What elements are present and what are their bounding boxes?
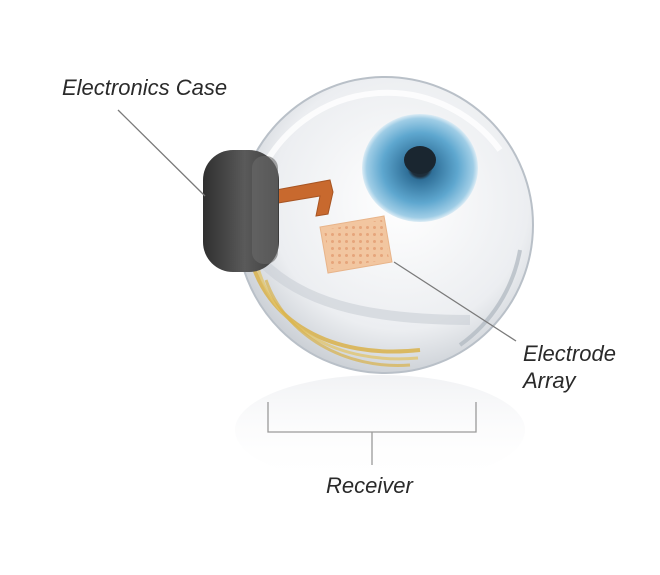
iris-icon [362,114,478,222]
electrode-array-leader [393,261,517,342]
ribbon-cable [275,179,334,217]
electrode-array-label-line2: Array [523,368,576,393]
electrode-array-icon [319,215,393,274]
electronics-case-label: Electronics Case [62,75,228,100]
eyeball-reflection [235,375,525,485]
receiver-label: Receiver [326,473,413,498]
receiver-bracket [267,402,477,465]
electrode-array-label-line1: Electrode [523,341,616,366]
electrode-array-label: Electrode Array [523,340,616,394]
electronics-case-icon [203,150,279,272]
receiver-coil-icon [248,254,471,367]
electronics-case-leader [117,109,206,197]
